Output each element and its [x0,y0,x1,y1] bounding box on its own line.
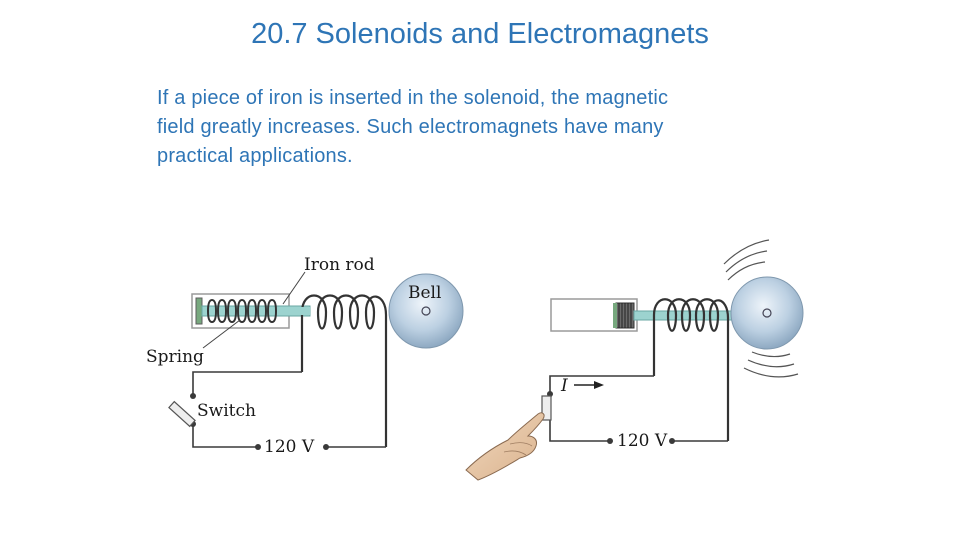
body-line-2: field greatly increases. Such electromag… [157,116,664,138]
right-switch-closed [541,395,552,421]
right-wire-bottom [549,420,610,442]
right-circuit-diagram: I 120 V [465,239,804,481]
label-iron-rod: Iron rod [304,255,375,275]
left-terminal-plus [323,444,329,450]
right-wire [549,375,654,394]
right-bell [730,276,804,350]
left-housing-plate [195,297,203,325]
slide-title: 20.7 Solenoids and Electromagnets [251,18,709,50]
left-bell-center [421,306,431,316]
label-current: I [560,376,568,396]
right-terminal-minus [607,438,613,444]
left-terminal-minus [255,444,261,450]
body-line-1: If a piece of iron is inserted in the so… [157,87,669,109]
left-spring [206,299,278,324]
right-terminal-plus [669,438,675,444]
left-circuit-diagram: Iron rod Bell Spring Switch 120 V [146,255,464,457]
bell-vibration-arcs-bottom [743,351,799,378]
bell-vibration-arcs-top [723,239,770,281]
body-line-3: practical applications. [157,145,353,167]
hand-icon [465,412,545,481]
left-bell [388,273,464,349]
left-wire [192,371,302,396]
label-switch: Switch [197,401,256,421]
slide-body-text: If a piece of iron is inserted in the so… [157,84,797,171]
label-spring: Spring [146,347,204,367]
right-spring-plate [613,303,617,328]
right-bell-center [762,308,772,318]
left-switch-terminal-top [190,393,196,399]
right-solenoid-coil [652,298,730,441]
spring-pointer [202,319,241,349]
left-wire-bottom [192,424,258,448]
label-voltage-left: 120 V [264,437,315,457]
label-voltage-right: 120 V [617,431,668,451]
right-spring-lines [618,303,632,328]
left-solenoid-coil [300,294,388,447]
left-switch-lever [168,400,196,428]
iron-rod-pointer [282,271,306,305]
current-arrow-head [594,381,604,389]
label-bell: Bell [408,283,441,303]
left-rod-in-coil [296,307,310,315]
